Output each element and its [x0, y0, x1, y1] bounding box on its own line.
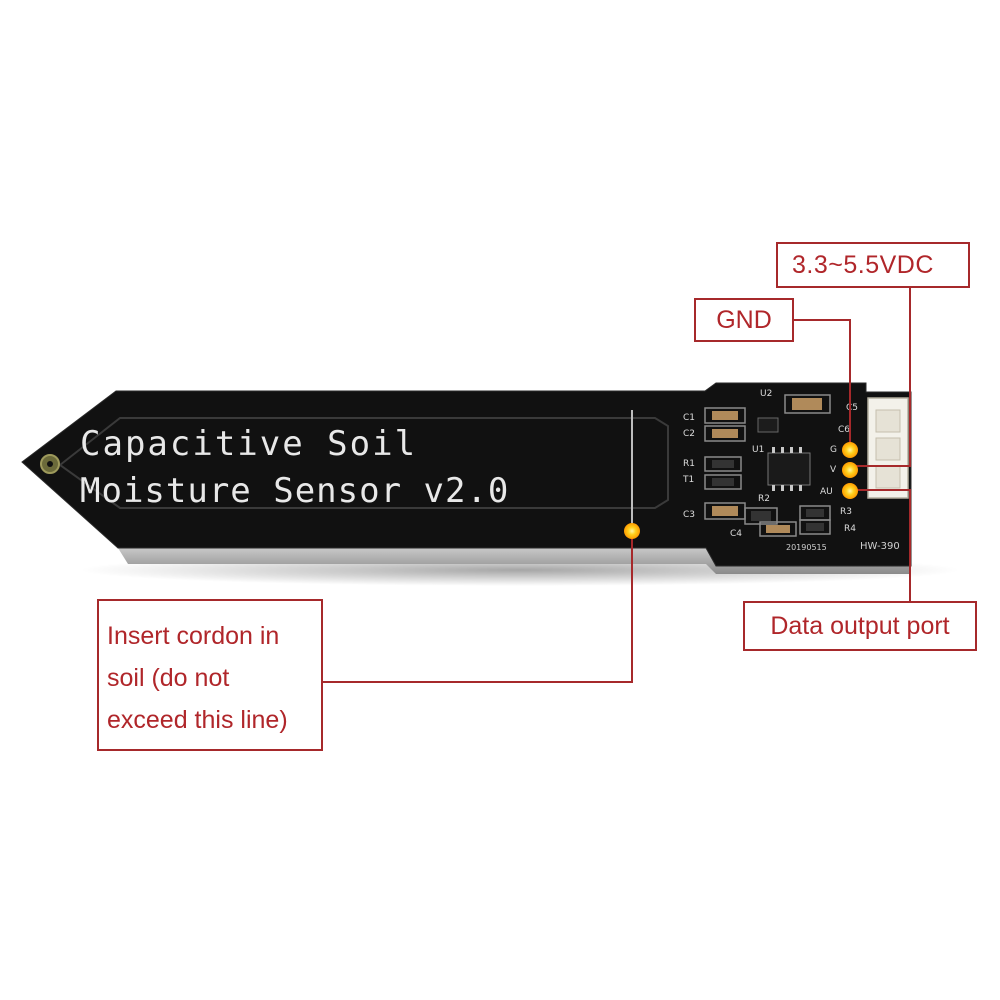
callout-gnd: GND: [694, 298, 794, 342]
pcb-edge: [118, 548, 911, 574]
silk-c1: C1: [683, 413, 695, 423]
vcc-pin-marker: [842, 462, 858, 478]
callout-vdc: 3.3~5.5VDC: [776, 242, 970, 288]
insert-limit-marker: [624, 523, 640, 539]
leader-insert: [323, 533, 633, 683]
silk-t1: T1: [682, 475, 694, 485]
silk-c6: C6: [838, 425, 850, 435]
silk-c3: C3: [683, 510, 695, 520]
silk-u1: U1: [752, 445, 764, 455]
leader-gnd: [794, 319, 851, 448]
leader-vdc: [852, 288, 911, 467]
pcb-title-line1: Capacitive Soil: [80, 424, 417, 464]
silk-pin-au: AU: [820, 487, 833, 497]
silk-r1: R1: [683, 459, 695, 469]
leader-data: [852, 489, 911, 601]
silk-u2: U2: [760, 389, 772, 399]
silk-c2: C2: [683, 429, 695, 439]
silk-pin-v: V: [830, 465, 837, 475]
callout-insert-depth: Insert cordon in soil (do not exceed thi…: [97, 599, 323, 751]
pcb-title-line2: Moisture Sensor v2.0: [80, 471, 509, 511]
pcb-board: [21, 382, 912, 567]
silk-c4: C4: [730, 529, 742, 539]
silk-pin-g: G: [830, 445, 837, 455]
silk-date-code: 20190515: [786, 543, 827, 552]
silk-c5: C5: [846, 403, 858, 413]
gnd-pin-marker: [842, 442, 858, 458]
silk-model-code: HW-390: [860, 541, 900, 552]
component-area: [704, 394, 909, 537]
aout-pin-marker: [842, 483, 858, 499]
silk-r4: R4: [844, 524, 856, 534]
silk-r3: R3: [840, 507, 852, 517]
sensing-trace: [58, 417, 669, 509]
callout-data-output: Data output port: [743, 601, 977, 651]
silk-r2: R2: [758, 494, 770, 504]
